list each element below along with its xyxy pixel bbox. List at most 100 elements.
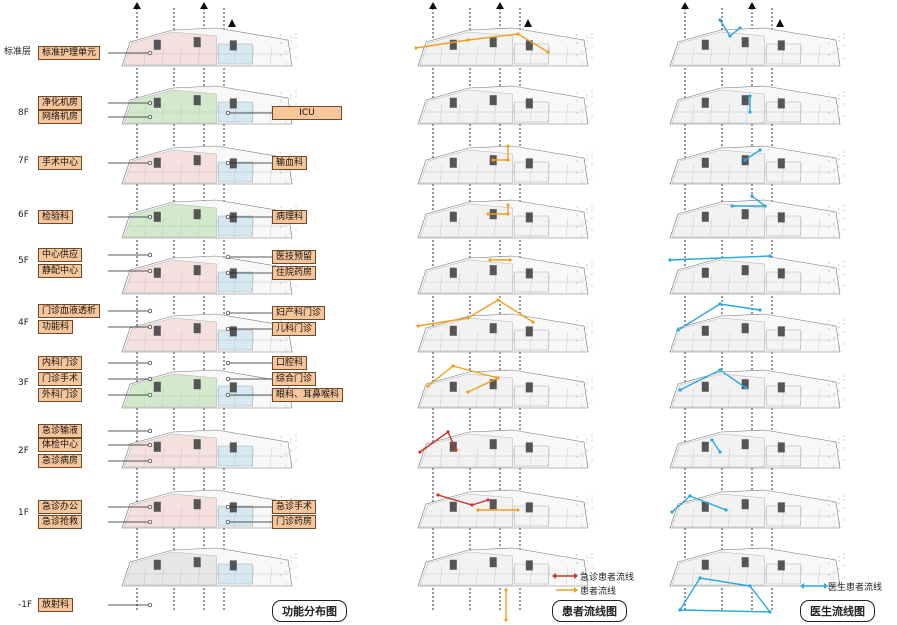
room-divider [709,45,713,66]
core-block [777,40,785,51]
site-dot [591,565,593,567]
patient-flow-4f [417,299,534,327]
tag-anchor [147,392,153,398]
site-dot [591,375,593,377]
function-zone [123,551,217,586]
room-divider [763,217,767,238]
function-tag: 门诊血液透析 [38,304,101,318]
site-dot [591,557,593,559]
function-zone [671,31,765,66]
site-dot [828,270,830,272]
site-dot [838,580,840,582]
site-dot [586,276,588,278]
site-dot [833,181,835,183]
site-dot [285,441,287,443]
site-dot [586,208,588,210]
room-divider [691,447,695,468]
site-dot [586,48,588,50]
room-divider [439,565,443,586]
doctor-flow-1f-node [724,508,728,512]
room-divider [763,447,767,468]
site-dot [591,209,593,211]
tag-anchor [147,268,153,274]
site-dot [581,235,583,237]
room-divider [179,163,183,184]
core-block [193,95,201,106]
tag-anchor [225,504,231,510]
site-dot [838,60,840,62]
core-block [449,157,457,168]
site-dot [280,206,282,208]
site-dot [591,519,593,521]
site-dot [591,439,593,441]
site-dot [586,40,588,42]
site-dot [576,206,578,208]
site-dot [843,285,845,287]
site-dot [280,172,282,174]
function-zone [419,259,513,294]
core-block [525,158,533,169]
core-block [229,158,237,169]
site-dot [838,48,840,50]
site-dot [828,516,830,518]
site-dot [586,382,588,384]
floor-plate-4-panel-2 [669,255,845,295]
floor-label: 8F [18,108,29,118]
site-dot [586,560,588,562]
core-block [489,95,497,106]
site-dot [280,42,282,44]
room-divider [511,273,515,294]
room-divider [269,273,273,294]
core-block [229,560,237,571]
site-dot [576,112,578,114]
room-divider [799,103,803,124]
core-block [153,39,161,50]
room-divider [817,565,821,586]
site-dot [828,396,830,398]
room-divider [547,387,551,408]
site-dot [295,151,297,153]
doctor-flow-standard-node [738,26,742,30]
core-block [777,268,785,279]
site-dot [581,453,583,455]
site-dot [591,91,593,93]
site-dot [828,54,830,56]
core-block [701,381,709,392]
emergency-flow-1f-node [470,503,474,507]
site-dot [838,402,840,404]
room-divider [251,507,255,528]
patient-flow-3f-node [496,376,500,380]
room-divider [547,565,551,586]
function-tag: 医技预留 [272,250,317,264]
site-dot [586,498,588,500]
site-dot [586,268,588,270]
site-dot [295,439,297,441]
site-dot [285,583,287,585]
site-dot [838,450,840,452]
site-dot [828,320,830,322]
room-divider [511,507,515,528]
doctor-flow-b1-node [768,610,772,614]
site-dot [290,556,292,558]
site-dot [576,172,578,174]
site-dot [581,267,583,269]
site-dot [576,152,578,154]
room-divider [161,331,165,352]
site-dot [843,387,845,389]
room-divider [691,103,695,124]
site-dot [295,33,297,35]
site-dot [843,557,845,559]
site-dot [290,232,292,234]
patient-flow-4f-node [531,320,535,324]
shaft-up-arrow [200,2,208,9]
room-divider [143,217,147,238]
site-dot [290,580,292,582]
site-dot [843,33,845,35]
site-dot [290,94,292,96]
site-dot [833,559,835,561]
site-dot [586,264,588,266]
site-dot [833,465,835,467]
site-dot [833,109,835,111]
core-block [449,39,457,50]
site-dot [586,438,588,440]
